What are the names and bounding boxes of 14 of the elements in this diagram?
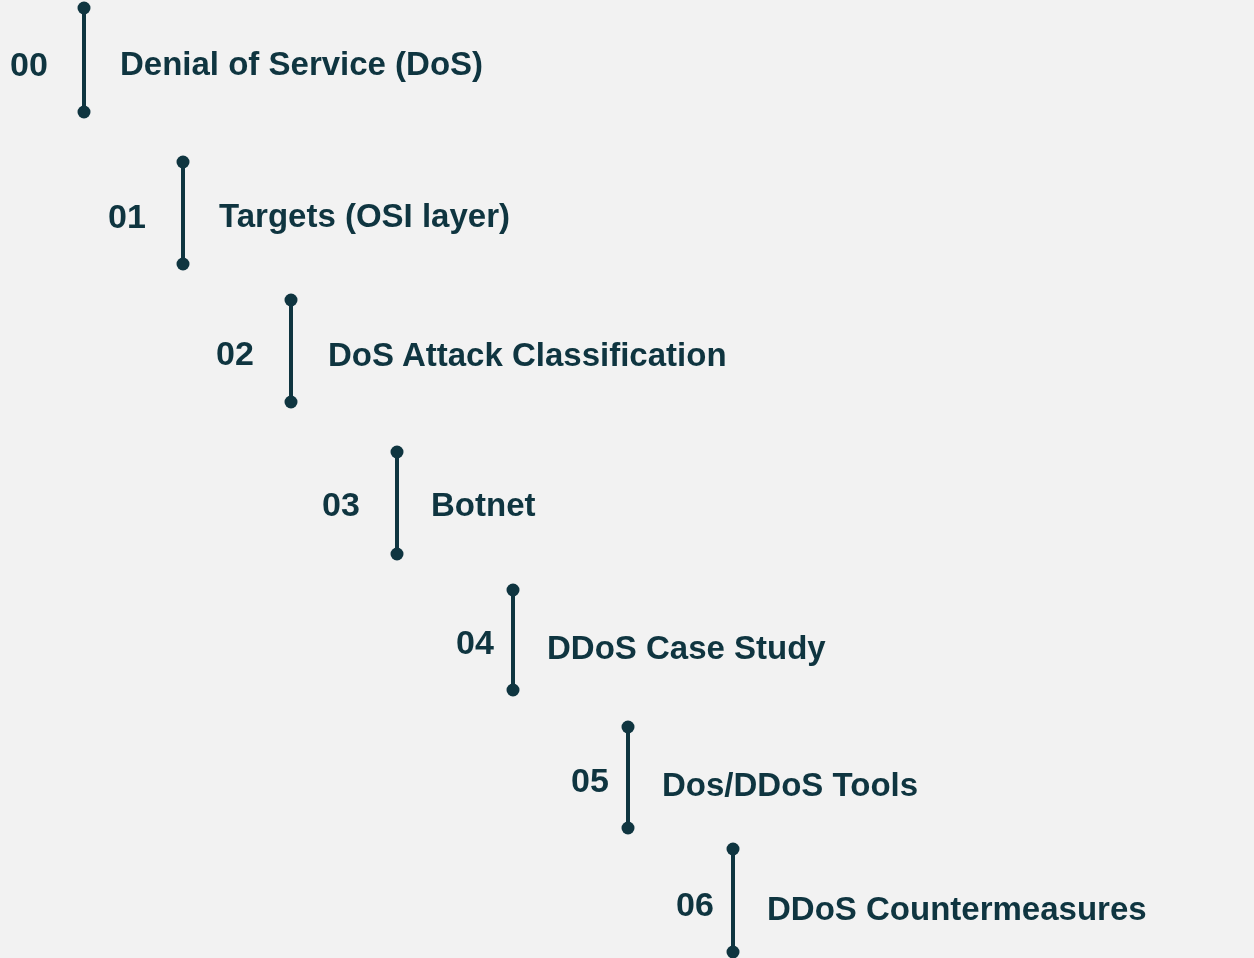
section-title: Botnet — [431, 487, 536, 521]
section-number: 03 — [322, 487, 360, 521]
section-title: DDoS Countermeasures — [767, 891, 1147, 925]
section-number: 01 — [108, 199, 146, 233]
section-title: Dos/DDoS Tools — [662, 767, 919, 801]
section-title: Targets (OSI layer) — [219, 198, 510, 232]
section-title: DoS Attack Classification — [328, 337, 727, 371]
section-number: 06 — [676, 887, 714, 921]
section-number: 04 — [456, 625, 494, 659]
section-number: 02 — [216, 336, 254, 370]
section-title: Denial of Service (DoS) — [120, 46, 484, 80]
section-title: DDoS Case Study — [547, 630, 826, 664]
section-number: 00 — [10, 47, 48, 81]
section-number: 05 — [571, 763, 609, 797]
